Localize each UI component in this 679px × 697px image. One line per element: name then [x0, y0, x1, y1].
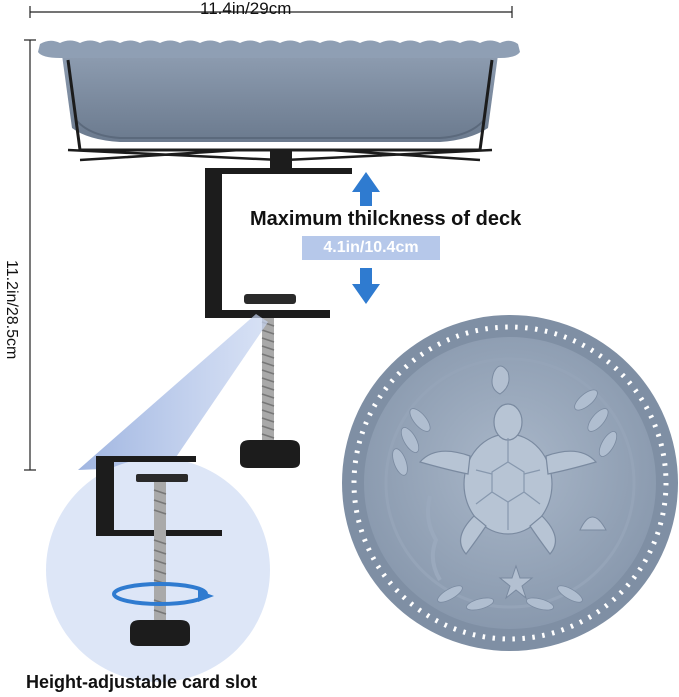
turtle-bowl-top-image	[342, 315, 678, 651]
height-dimension	[24, 39, 36, 471]
bird-bath-bowl-image	[38, 40, 520, 170]
thickness-badge: 4.1in/10.4cm	[302, 236, 440, 260]
down-arrow-icon	[352, 268, 380, 304]
deck-clamp-image	[205, 168, 352, 468]
zoom-detail-image	[46, 456, 270, 682]
zoom-beam	[78, 314, 268, 470]
width-dimension-label: 11.4in/29cm	[200, 0, 292, 18]
height-dimension-label: 11.2in/28.5cm	[3, 260, 20, 360]
deck-thickness-title: Maximum thilckness of deck	[250, 208, 522, 230]
rotate-arrow-icon	[112, 582, 214, 606]
up-arrow-icon	[352, 172, 380, 206]
width-dimension	[29, 6, 513, 18]
card-slot-caption: Height-adjustable card slot	[26, 672, 258, 692]
